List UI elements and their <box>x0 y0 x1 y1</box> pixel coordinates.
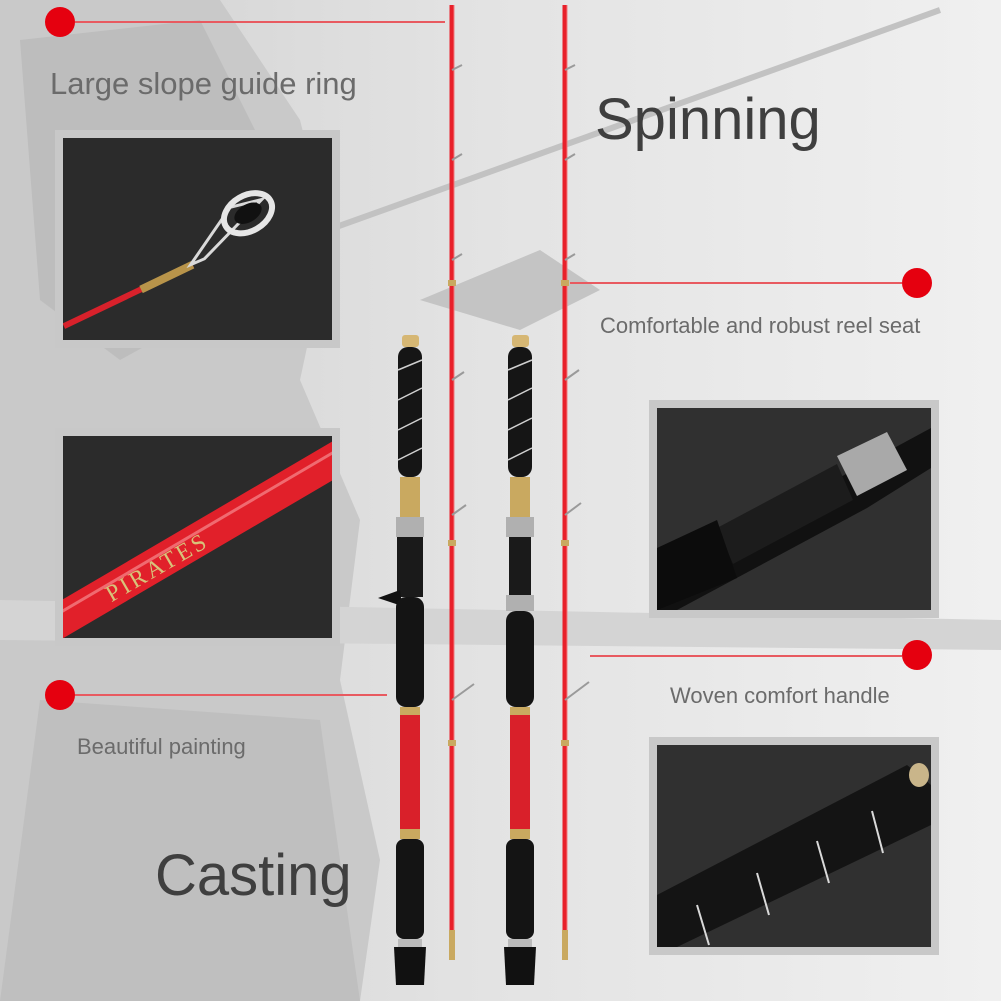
painted-rod-closeup: PIRATES <box>63 436 332 638</box>
guide-ring-closeup <box>63 138 332 340</box>
leader-line-guide-ring <box>75 21 445 23</box>
label-reel-seat: Comfortable and robust reel seat <box>600 313 921 338</box>
label-guide-ring: Large slope guide ring <box>50 66 357 101</box>
label-handle: Woven comfort handle <box>670 683 890 708</box>
detail-panel-handle <box>649 737 939 955</box>
detail-panel-painting: PIRATES <box>55 428 340 646</box>
leader-line-reel-seat <box>570 282 902 284</box>
marker-dot-painting <box>45 680 75 710</box>
title-casting: Casting <box>155 843 352 908</box>
woven-handle-closeup <box>657 745 931 947</box>
leader-line-handle <box>590 655 902 657</box>
detail-panel-guide-ring <box>55 130 340 348</box>
title-spinning: Spinning <box>595 87 821 152</box>
detail-panel-reel-seat <box>649 400 939 618</box>
marker-dot-handle <box>902 640 932 670</box>
reel-seat-closeup <box>657 408 931 610</box>
marker-dot-reel-seat <box>902 268 932 298</box>
label-painting: Beautiful painting <box>77 734 246 759</box>
marker-dot-guide-ring <box>45 7 75 37</box>
leader-line-painting <box>75 694 387 696</box>
